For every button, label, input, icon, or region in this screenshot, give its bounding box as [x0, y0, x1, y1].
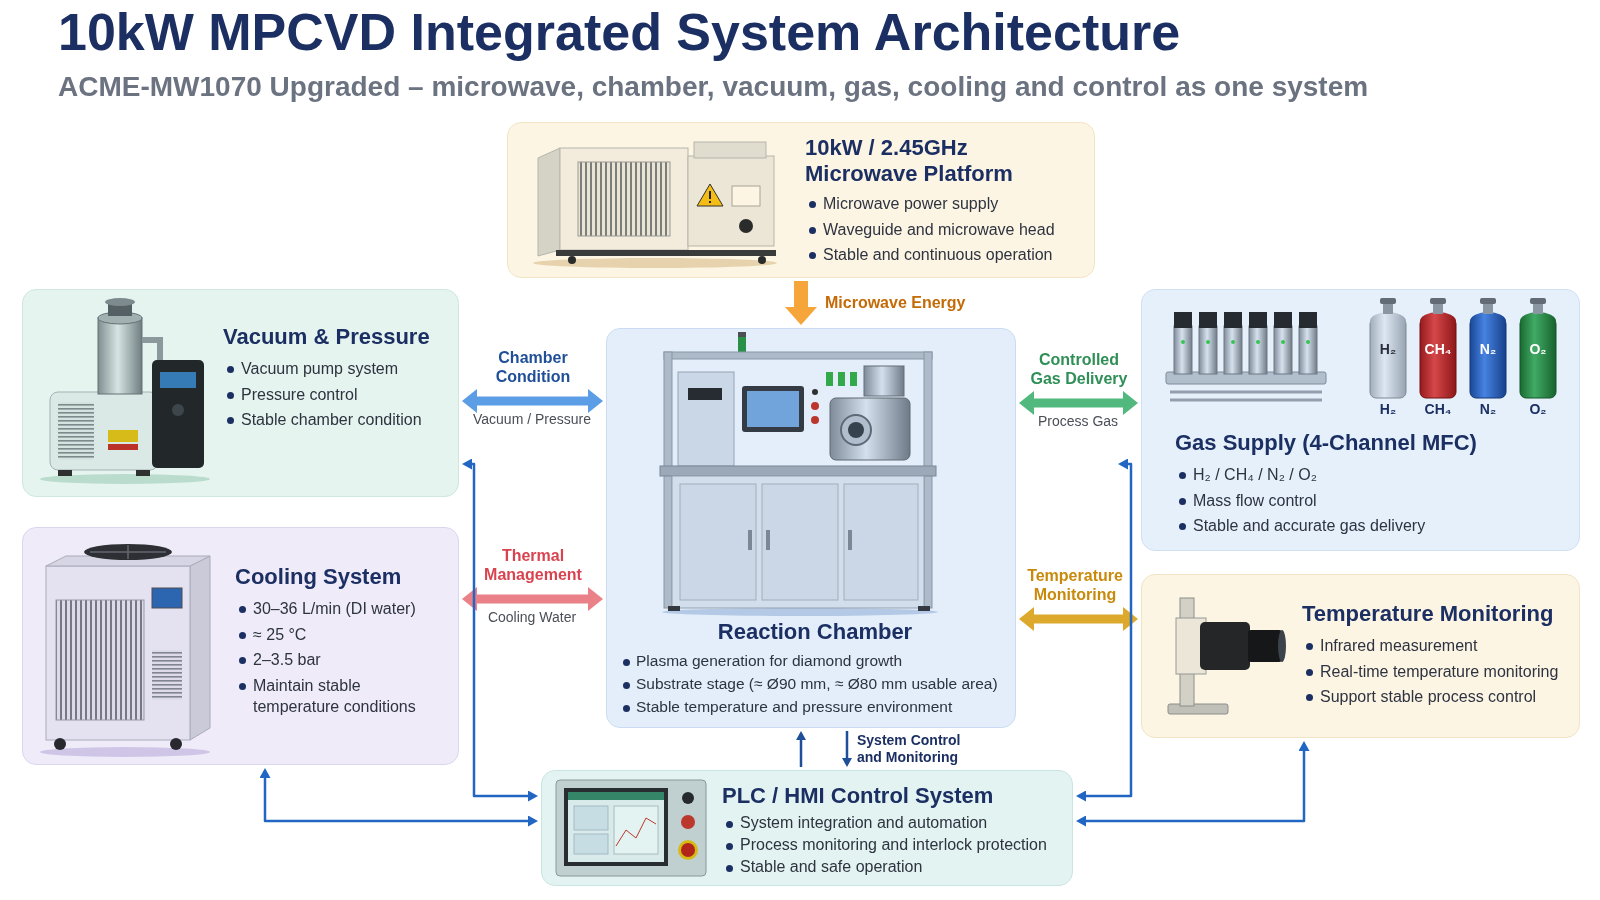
- gas-label: N₂: [1480, 401, 1496, 418]
- bullet-item: Stable temperature and pressure environm…: [621, 697, 1009, 718]
- bullet-item: Stable and safe operation: [722, 857, 1062, 878]
- gas-label: O₂: [1529, 401, 1546, 418]
- connector-arrow: [1034, 615, 1123, 624]
- bullet-item: Mass flow control: [1175, 490, 1569, 512]
- cooling-box: Cooling System 30–36 L/min (DI water) ≈ 25…: [22, 527, 459, 765]
- connector-label: Temperature Monitoring: [1021, 566, 1129, 604]
- subtitle: ACME-MW1070 Upgraded – microwave, chambe…: [58, 70, 1368, 104]
- gas-supply-box: Gas Supply (4-Channel MFC) H₂ / CH₄ / N₂ …: [1141, 289, 1580, 551]
- connector-arrow: [477, 595, 588, 604]
- box-heading: Gas Supply (4-Channel MFC): [1175, 430, 1569, 456]
- box-heading: Vacuum & Pressure: [223, 324, 448, 350]
- bullet-item: ≈ 25 °C: [235, 624, 448, 646]
- connector-arrow: [472, 464, 528, 796]
- connector-label: Microwave Energy: [825, 293, 966, 312]
- bullet-item: System integration and automation: [722, 813, 1062, 834]
- bullet-item: Plasma generation for diamond growth: [621, 651, 1009, 672]
- connector-note: Process Gas: [1038, 413, 1118, 430]
- connector-label: Thermal Management: [479, 546, 587, 584]
- connector-note: Cooling Water: [488, 609, 576, 626]
- connector-arrow: [477, 397, 588, 406]
- bullet-item: Real-time temperature monitoring: [1302, 661, 1571, 683]
- bullet-item: H₂ / CH₄ / N₂ / O₂: [1175, 464, 1569, 486]
- connector-arrow: [846, 731, 849, 758]
- cylinder-label: CH₄: [1425, 341, 1452, 358]
- box-heading: PLC / HMI Control System: [722, 783, 1062, 809]
- connector-label: Controlled Gas Delivery: [1025, 350, 1133, 388]
- cylinder-label: H₂: [1380, 341, 1396, 358]
- box-heading: Cooling System: [235, 564, 448, 590]
- bullet-item: Stable chamber condition: [223, 409, 448, 431]
- temperature-box: Temperature MonitoringInfrared measureme…: [1141, 574, 1580, 738]
- cylinder-label: O₂: [1529, 341, 1546, 358]
- connector-note: Vacuum / Pressure: [473, 411, 591, 428]
- bullet-item: Waveguide and microwave head: [805, 219, 1082, 241]
- bullet-item: Support stable process control: [1302, 686, 1571, 708]
- connector-arrow: [1034, 399, 1123, 408]
- bullet-item: Microwave power supply: [805, 193, 1082, 215]
- bullet-item: Pressure control: [223, 384, 448, 406]
- bullet-item: Stable and continuous operation: [805, 244, 1082, 266]
- gas-label: H₂: [1380, 401, 1396, 418]
- bullet-item: Stable and accurate gas delivery: [1175, 515, 1569, 537]
- bullet-item: 2–3.5 bar: [235, 649, 448, 671]
- reaction-chamber-box: Reaction ChamberPlasma generation for di…: [606, 328, 1016, 728]
- diagram-title: 10kW MPCVD Integrated System Architectur…: [58, 4, 1180, 61]
- bullet-item: Vacuum pump system: [223, 358, 448, 380]
- connector-arrow: [1086, 464, 1131, 796]
- cylinder-label: N₂: [1480, 341, 1496, 358]
- box-heading: 10kW / 2.45GHz Microwave Platform: [805, 135, 1082, 187]
- bullet-item: Maintain stable temperature conditions: [235, 675, 448, 718]
- box-heading: Temperature Monitoring: [1302, 601, 1571, 627]
- connector-arrow: [800, 740, 803, 767]
- bullet-item: Infrared measurement: [1302, 635, 1571, 657]
- connector-label: System Control and Monitoring: [857, 732, 987, 766]
- vacuum-box: Vacuum & PressureVacuum pump systemPress…: [22, 289, 459, 497]
- connector-label: Chamber Condition: [479, 348, 587, 386]
- bullet-item: Process monitoring and interlock protect…: [722, 835, 1062, 856]
- bullet-item: Substrate stage (≈ Ø90 mm, ≈ Ø80 mm usab…: [621, 674, 1009, 695]
- bullet-item: 30–36 L/min (DI water): [235, 598, 448, 620]
- connector-arrow: [265, 778, 528, 821]
- connector-arrow: [794, 281, 808, 307]
- control-box: PLC / HMI Control SystemSystem integrati…: [541, 770, 1073, 886]
- microwave-platform-box: 10kW / 2.45GHz Microwave PlatformMicrowa…: [507, 122, 1095, 278]
- box-heading: Reaction Chamber: [621, 619, 1009, 645]
- gas-label: CH₄: [1425, 401, 1452, 418]
- connector-arrow: [1086, 751, 1304, 821]
